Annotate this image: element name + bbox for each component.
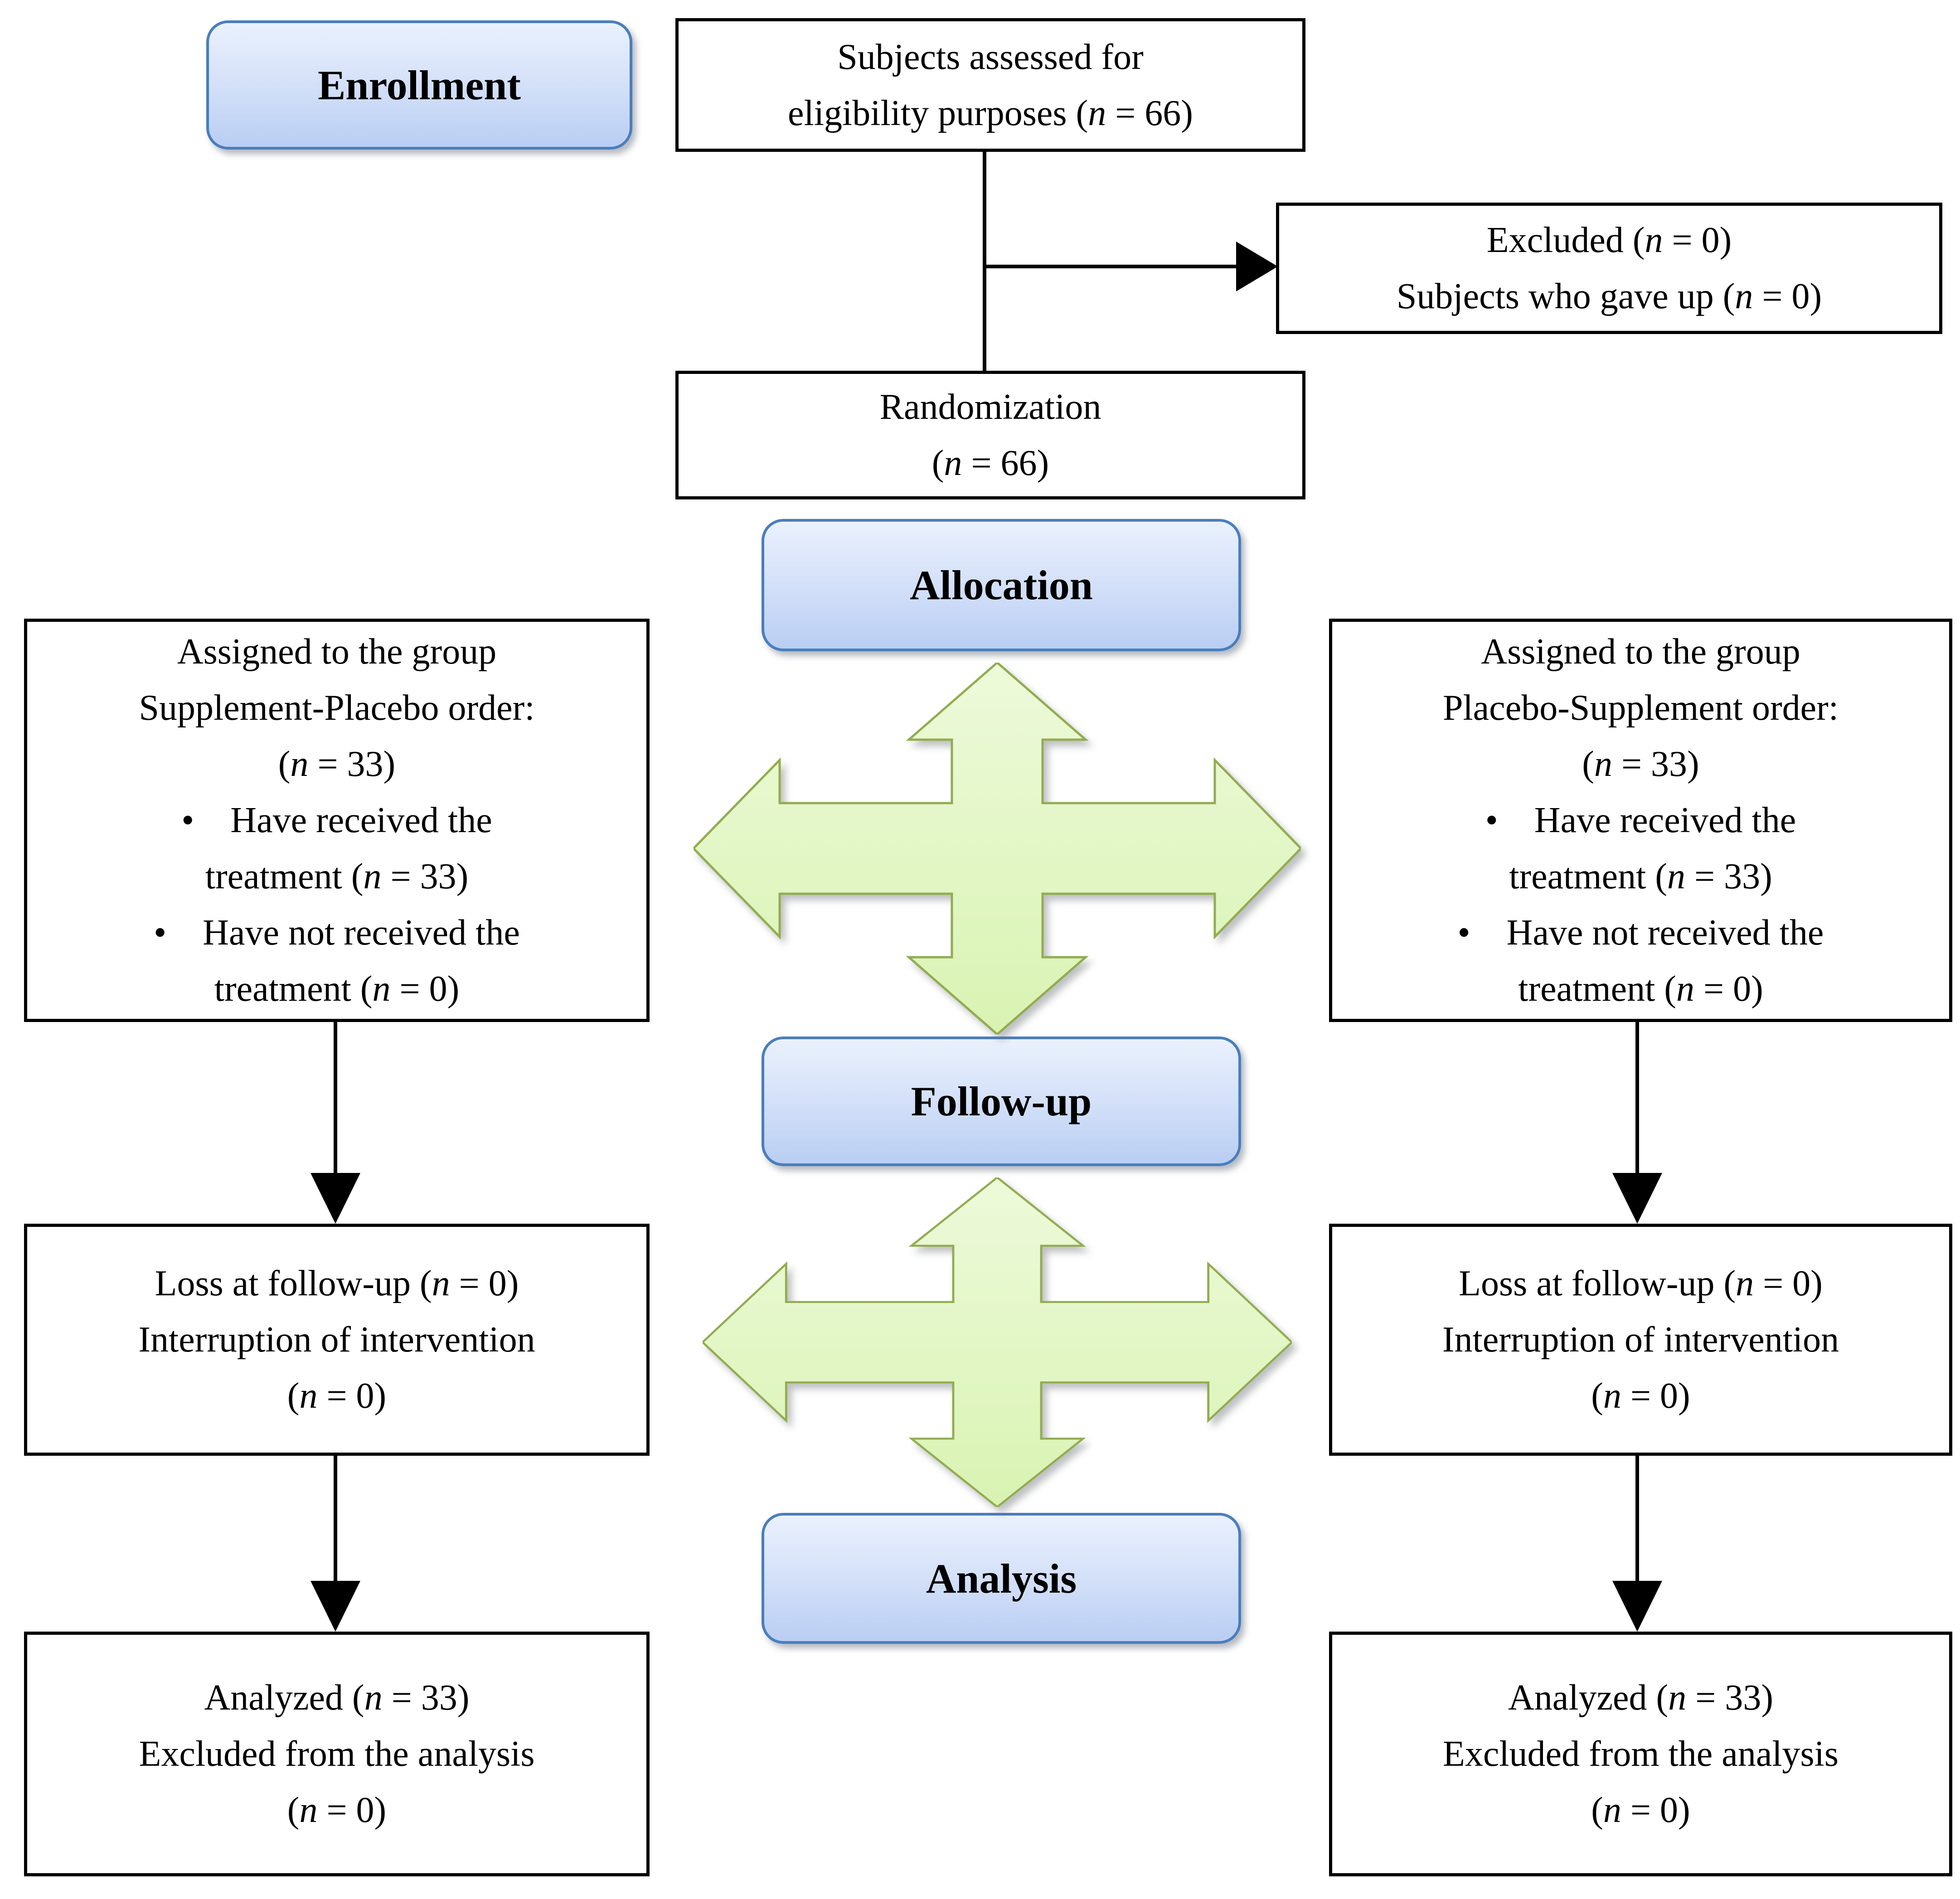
connector-assigned-left-to-loss [334,1022,337,1174]
arrowhead-down-icon [1612,1173,1662,1224]
text-line: treatment (n = 0) [214,969,460,1009]
text-line: (n = 0) [1591,1376,1690,1416]
text-line: Supplement-Placebo order: [139,688,535,728]
text-line: Excluded from the analysis [139,1734,535,1774]
text-line: Loss at follow-up (n = 0) [155,1264,519,1303]
text-line: Excluded from the analysis [1442,1734,1839,1774]
text-line: (n = 33) [1582,744,1699,784]
text-line: Randomization [879,387,1101,427]
connector-loss-right-to-analyzed [1635,1456,1639,1582]
box-randomization: Randomization (n = 66) [675,371,1305,499]
text-line: Analyzed (n = 33) [204,1678,470,1718]
connector-loss-left-to-analyzed [334,1456,337,1582]
connector-assigned-right-to-loss [1635,1022,1639,1174]
connector-to-excluded [985,265,1237,268]
text-line: • Have received the [1485,800,1796,840]
stage-allocation: Allocation [762,519,1241,651]
stage-enrollment: Enrollment [206,20,632,150]
text-line: Analyzed (n = 33) [1508,1678,1773,1718]
text-line: Subjects who gave up (n = 0) [1396,276,1822,316]
box-analyzed-right: Analyzed (n = 33) Excluded from the analy… [1329,1632,1952,1876]
box-loss-followup-right: Loss at follow-up (n = 0) Interruption of… [1329,1224,1952,1456]
text-line: Placebo-Supplement order: [1442,688,1839,728]
box-analyzed-left: Analyzed (n = 33) Excluded from the analy… [24,1632,650,1876]
box-eligibility: Subjects assessed for eligibility purpose… [675,18,1305,152]
text-line: Interruption of intervention [138,1320,535,1360]
text-line: (n = 0) [287,1790,387,1830]
four-way-arrow-followup-icon [703,1177,1292,1507]
arrowhead-down-icon [310,1173,360,1224]
text-line: Subjects assessed for [837,37,1144,77]
text-line: (n = 66) [931,443,1049,483]
box-excluded: Excluded (n = 0) Subjects who gave up (n … [1276,203,1942,334]
text-line: • Have not received the [1457,913,1824,953]
text-line: (n = 0) [287,1376,387,1416]
text-line: treatment (n = 0) [1518,969,1763,1009]
text-line: treatment (n = 33) [1509,857,1772,896]
stage-analysis: Analysis [762,1513,1241,1644]
box-loss-followup-left: Loss at follow-up (n = 0) Interruption of… [24,1224,650,1456]
stage-followup: Follow-up [762,1037,1241,1166]
text-line: eligibility purposes (n = 66) [788,93,1193,133]
text-line: Assigned to the group [1481,632,1800,672]
connector-eligibility-to-randomization [983,152,986,371]
text-line: • Have not received the [154,913,520,953]
text-line: Excluded (n = 0) [1486,220,1732,260]
text-line: Assigned to the group [177,632,497,672]
text-line: Interruption of intervention [1442,1320,1839,1360]
arrowhead-down-icon [1612,1581,1662,1632]
text-line: treatment (n = 33) [205,857,469,896]
text-line: (n = 0) [1591,1790,1690,1830]
four-way-arrow-allocation-icon [694,663,1301,1034]
text-line: Loss at follow-up (n = 0) [1459,1264,1823,1303]
arrowhead-down-icon [310,1581,360,1632]
text-line: • Have received the [181,800,492,840]
text-line: (n = 33) [278,744,396,784]
arrowhead-right-icon [1236,242,1278,291]
